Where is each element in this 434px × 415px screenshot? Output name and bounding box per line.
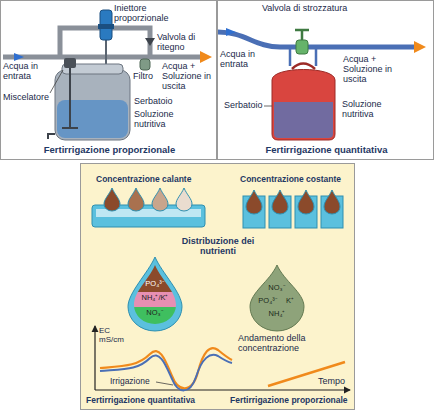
- callout-label: Iniettore proporzionale: [114, 4, 176, 24]
- callout-label: Distribuzione dei nutrienti: [172, 237, 264, 257]
- callout-label: Acqua + Soluzione in uscita: [343, 55, 407, 85]
- panel: Fertirrigazione quantitativa: [217, 0, 434, 160]
- callout-label: Serbatoio: [134, 97, 173, 107]
- callout-label: Fertirrigazione quantitativa: [86, 396, 195, 405]
- ion-label: NH₄⁺: [264, 310, 290, 318]
- callout-label: Fertirrigazione proporzionale: [230, 396, 348, 405]
- callout-label: Concentrazione costante: [240, 175, 341, 184]
- callout-label: Concentrazione calante: [96, 175, 191, 184]
- callout-label: Irrigazione: [110, 377, 150, 386]
- ion-label: PO₄³⁻: [141, 280, 169, 288]
- callout-label: Valvola di ritegno: [157, 33, 215, 53]
- panel-title: Fertirrigazione quantitativa: [218, 145, 434, 155]
- callout-label: Acqua in entrata: [220, 50, 266, 70]
- callout-label: Soluzione nutritiva: [134, 110, 186, 130]
- panel-title: Fertirrigazione proporzionale: [1, 145, 218, 155]
- quantitative-system: [218, 28, 426, 140]
- panel-ground: [81, 164, 355, 410]
- ion-label: PO₄³⁻: [255, 297, 281, 305]
- callout-label: Andamento della concentrazione: [238, 334, 312, 354]
- concentration-trays: [92, 188, 343, 228]
- panel-ground: [218, 1, 434, 160]
- ec-graph: [95, 326, 350, 390]
- layered-drop: PO₄³⁻ NH₄⁺/K⁺ NO₃⁻: [124, 256, 186, 332]
- panel-ground: [1, 1, 217, 160]
- callout-label: Valvola di strozzatura: [262, 4, 347, 14]
- mixed-drop: NO₃⁻ PO₄³⁻K⁺ NH₄⁺: [246, 264, 308, 332]
- callout-label: Acqua + Soluzione in uscita: [162, 62, 215, 92]
- callout-label: Tempo: [318, 377, 345, 387]
- callout-label: Soluzione nutritiva: [342, 100, 398, 120]
- callout-label: Miscelatore: [3, 93, 49, 103]
- ion-label: K⁺: [281, 297, 299, 305]
- ion-label: NO₃⁻: [264, 284, 290, 292]
- ion-label: NO₃⁻: [140, 309, 170, 317]
- callout-label: Serbatoio: [224, 101, 263, 111]
- callout-label: EC mS/cm: [99, 327, 131, 345]
- callout-label: Acqua in entrata: [3, 62, 49, 82]
- ion-label: NH₄⁺/K⁺: [135, 294, 175, 302]
- callout-label: Filtro: [133, 72, 153, 82]
